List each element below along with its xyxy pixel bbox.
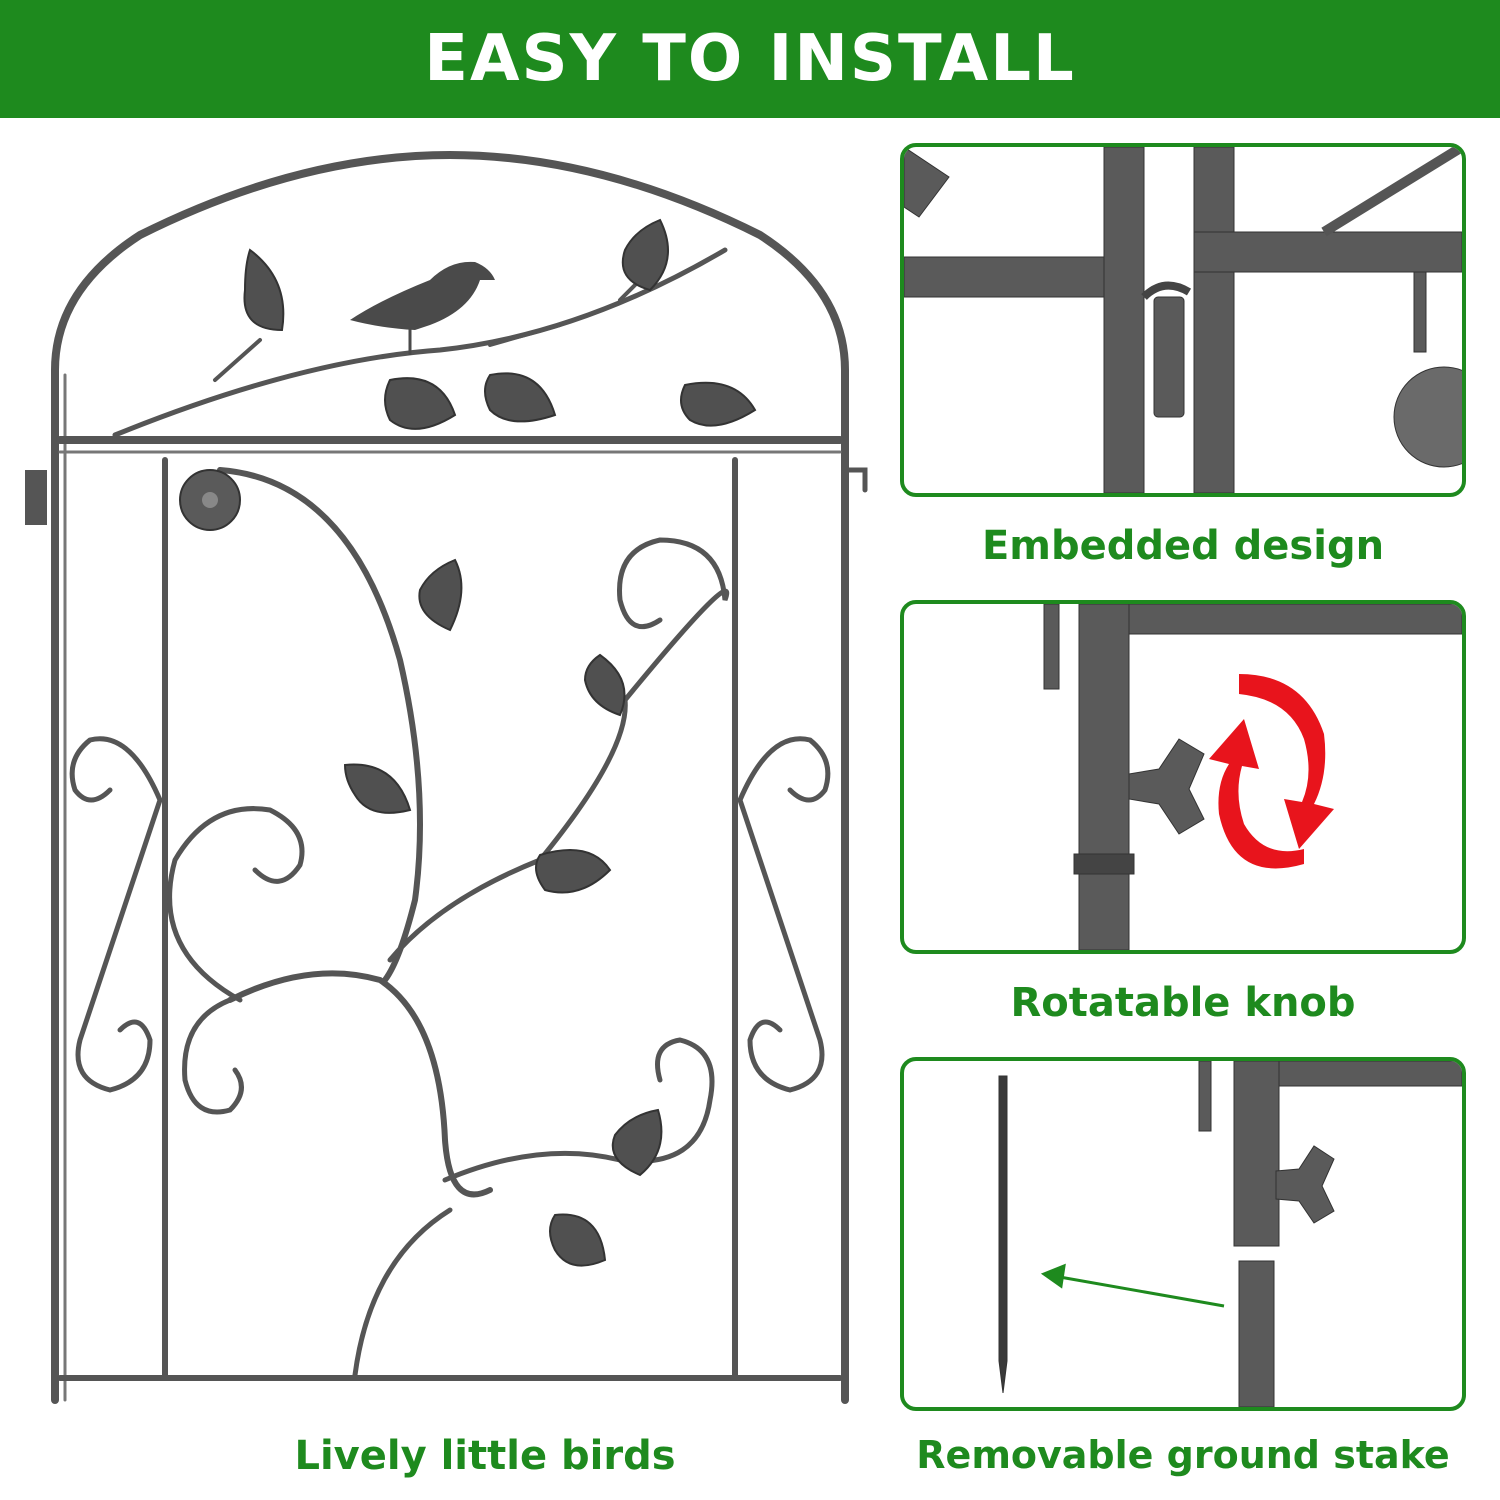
embedded-design-closeup (904, 147, 1462, 493)
direction-arrow-icon (1040, 1263, 1225, 1308)
caption-embedded-design: Embedded design (981, 523, 1385, 569)
garden-gate-drawing (25, 150, 868, 1404)
panel-embedded-design (900, 143, 1466, 497)
main-caption: Lively little birds (294, 1433, 676, 1479)
ground-stake (998, 1075, 1008, 1394)
ground-stake-closeup (998, 1061, 1462, 1407)
rotate-arrows-icon (1209, 674, 1334, 869)
header-banner: EASY TO INSTALL (0, 0, 1500, 118)
bird-ornament (350, 261, 495, 355)
gate-illustration (20, 140, 880, 1430)
caption-ground-stake: Removable ground stake (916, 1433, 1450, 1477)
wing-nut-knob-small (1275, 1145, 1335, 1224)
wing-nut-knob (1128, 738, 1205, 835)
banner-title: EASY TO INSTALL (424, 22, 1076, 96)
rotatable-knob-closeup (1043, 604, 1462, 950)
caption-rotatable-knob: Rotatable knob (1010, 980, 1356, 1026)
leaf-ornaments (243, 218, 757, 1267)
panel-ground-stake (900, 1057, 1466, 1411)
panel-rotatable-knob (900, 600, 1466, 954)
flower-ornament (179, 469, 241, 531)
